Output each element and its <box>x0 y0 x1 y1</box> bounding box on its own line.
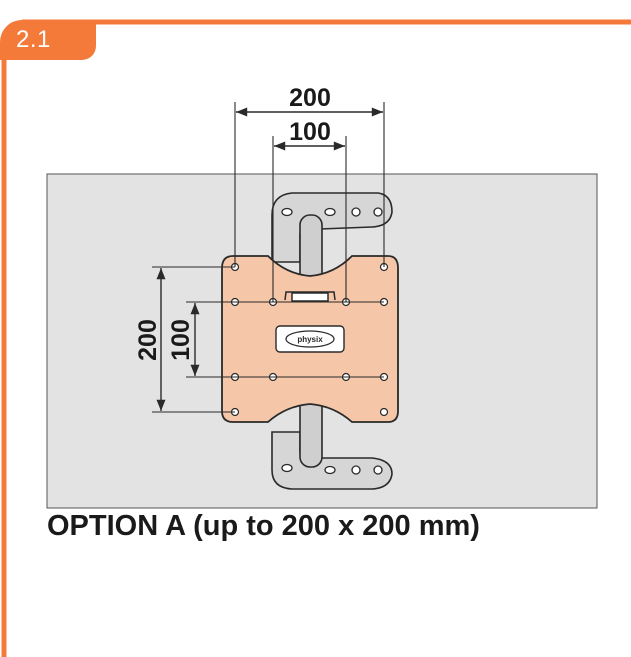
figure-caption: OPTION A (up to 200 x 200 mm) <box>47 510 480 542</box>
section-number: 2.1 <box>16 26 51 53</box>
logo-oval <box>285 330 335 348</box>
dim-label-top-inner: 100 <box>289 118 331 146</box>
plate-logo: physix <box>297 335 323 344</box>
dim-label-side-inner: 100 <box>167 319 195 361</box>
bracket-holes <box>281 207 383 475</box>
dim-label-side-outer: 200 <box>134 319 162 361</box>
plate-handle <box>284 291 336 302</box>
extension-lines <box>152 102 385 413</box>
dim-label-top-outer: 200 <box>289 84 331 112</box>
section-badge <box>0 20 96 60</box>
